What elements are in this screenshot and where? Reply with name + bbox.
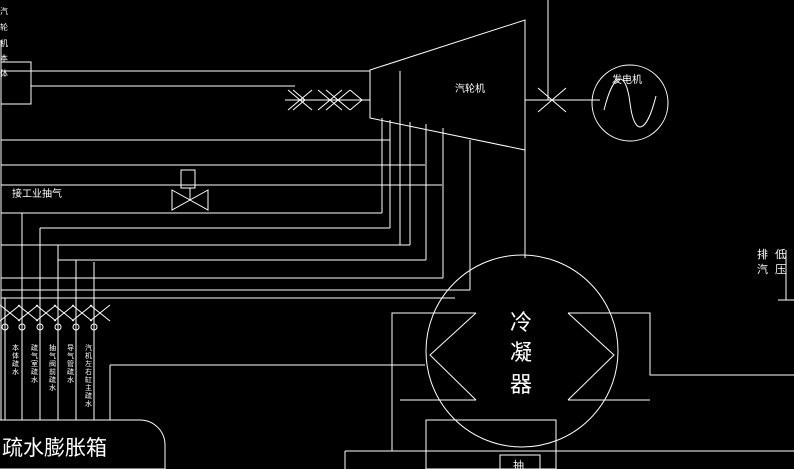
left-box [0,61,32,105]
generator-wave-icon [603,78,657,128]
generator-label: 发电机 [612,73,642,86]
svg-text:本: 本 [0,53,8,63]
svg-text:压: 压 [775,263,786,276]
drain-label: 汽机左右缸主疏水 [85,343,92,408]
condenser-circle [425,254,619,448]
drain-label: 抽气阀前疏水 [49,343,56,392]
hotwell-label: 抽 [513,458,524,469]
shaft-coupling-icon [537,87,567,113]
svg-text:轮: 轮 [0,22,8,32]
drain-label: 本体疏水 [12,343,19,376]
svg-text:低: 低 [775,248,786,261]
drain-label: 疏气室疏水 [31,343,38,384]
svg-text:排: 排 [757,247,768,261]
generator-circle [591,64,669,142]
condenser-label-2: 凝 [510,341,532,366]
cooling-water-out-line [568,312,794,376]
expansion-tank-shape [0,419,166,469]
turbine-body [369,19,526,151]
right-edge-text: 排 汽 低 压 [757,247,786,276]
hotwell-box [425,419,557,469]
condenser-inlet-chevron [429,312,477,401]
drain-label: 导气管疏水 [67,344,74,384]
left-edge-text: 汽 轮 机 本 体 [0,6,8,78]
condenser-outlet-chevron [567,312,615,401]
svg-text:汽: 汽 [757,262,768,276]
expansion-tank-label: 疏水膨胀箱 [2,436,107,460]
industrial-valve-icon [171,169,209,211]
drain-labels: 本体疏水 疏气室疏水 抽气阀前疏水 导气管疏水 汽机左右缸主疏水 [12,343,92,408]
industrial-steam-label: 接工业抽气 [12,187,62,200]
cooling-water-in-line [391,312,476,451]
main-steam-valve-icon [285,89,370,111]
svg-text:汽: 汽 [0,6,8,16]
drain-valve-row [0,304,111,331]
condenser-label-3: 器 [510,373,532,398]
turbine-label: 汽轮机 [455,82,485,95]
svg-text:机: 机 [0,38,8,48]
svg-text:体: 体 [0,68,8,78]
condenser-label-1: 冷 [510,311,532,336]
